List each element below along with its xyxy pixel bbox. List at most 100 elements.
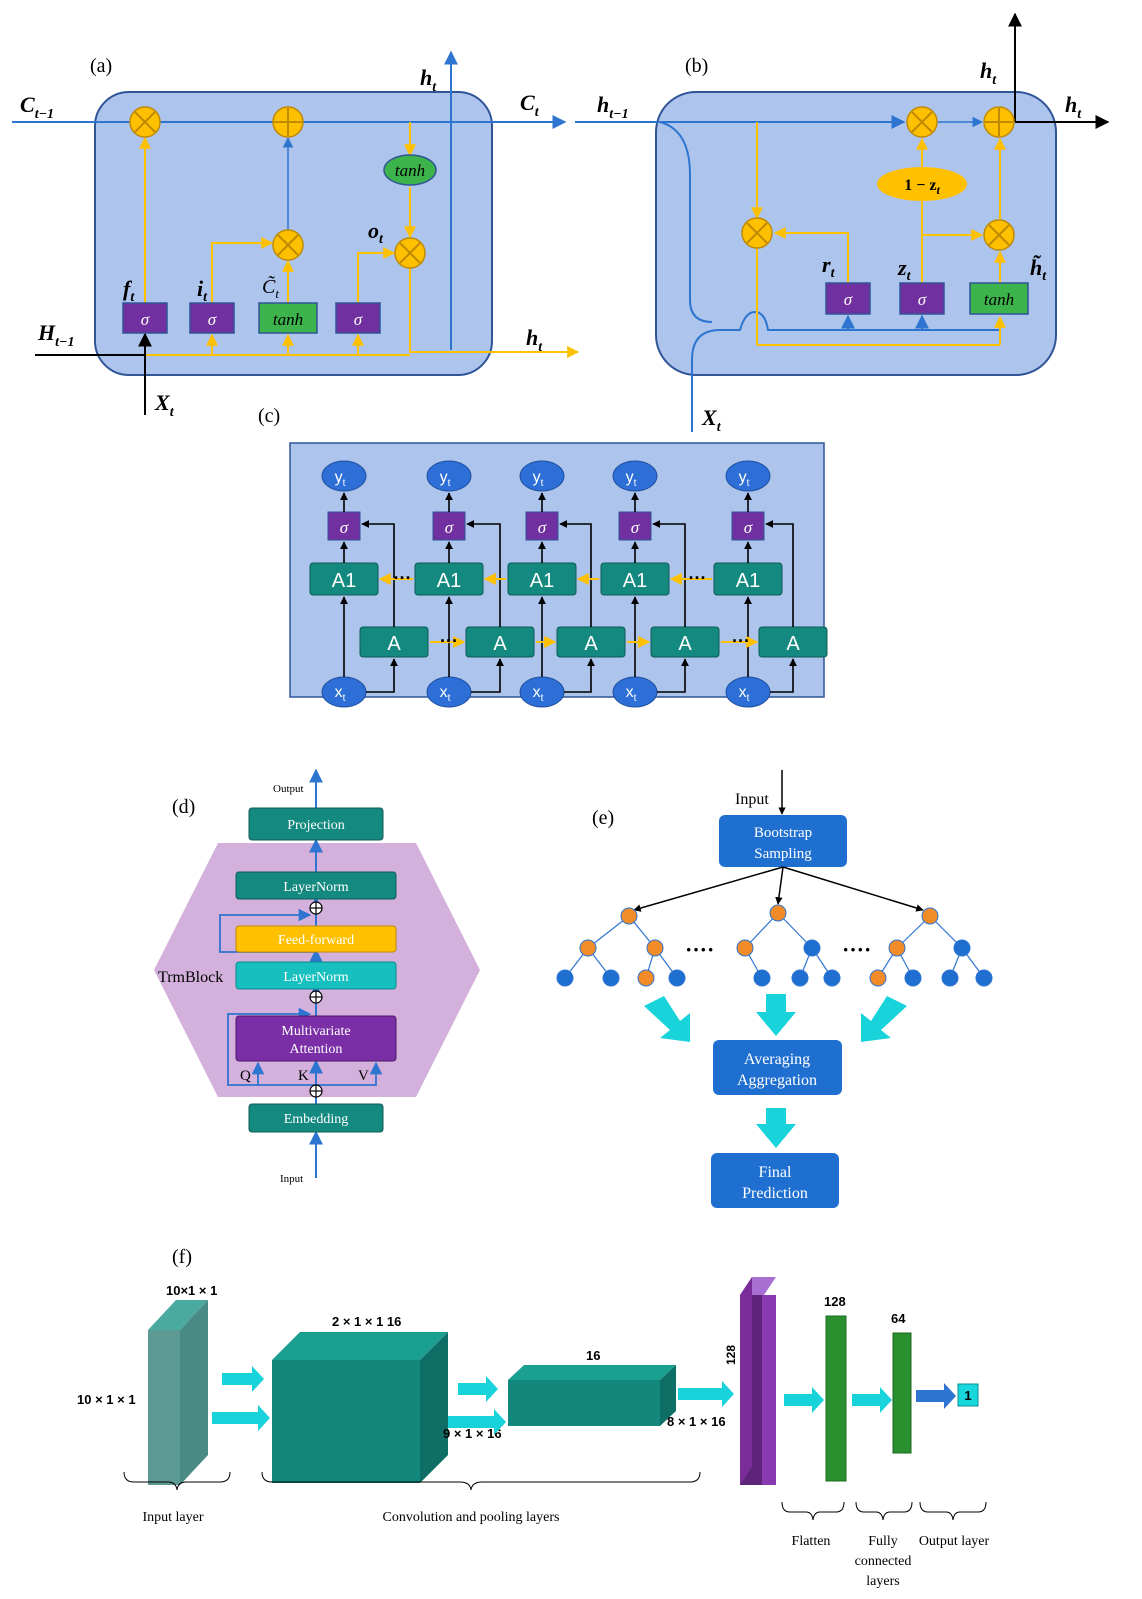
dense2-dim: 64 (891, 1311, 906, 1326)
y-output-node (725, 460, 771, 492)
x-t-label: Xt (154, 390, 175, 420)
tree-inner-node (579, 939, 597, 957)
one-minus-z-ellipse (877, 167, 967, 201)
birnn-sigma-label: σ (538, 518, 547, 537)
input-gate-label: σ (208, 310, 217, 329)
input-side-dim: 10 × 1 × 1 (77, 1392, 136, 1407)
y-output-label: yt (626, 469, 637, 489)
output-label: Output (273, 783, 304, 795)
update-multiply-icon (983, 219, 1015, 251)
attention-label-1: Multivariate (281, 1024, 350, 1039)
tree-root-node (769, 904, 787, 922)
tree-inner-node (803, 939, 821, 957)
cyan-arrow-left-icon (644, 996, 690, 1042)
v-label: V (358, 1068, 369, 1084)
layernorm-bottom-label: LayerNorm (283, 970, 348, 985)
x-input-label: xt (440, 684, 451, 704)
bootstrap-box (719, 815, 847, 867)
x-input-label: xt (533, 684, 544, 704)
tree-inner-node (953, 939, 971, 957)
o-t-label: ot (368, 218, 384, 247)
r-t-label: rt (822, 252, 836, 281)
output-node (957, 1383, 979, 1407)
conv1-top-dim: 2 × 1 × 1 16 (332, 1314, 401, 1329)
birnn-sigma-box (731, 511, 765, 541)
h-right-gru-label: ht (1065, 92, 1082, 122)
input-multiply-icon (272, 229, 304, 261)
one-minus-z-label: 1 − zt (904, 177, 940, 197)
birnn-dots: ··· (732, 631, 750, 651)
arrow-to-conv2-top-icon (458, 1376, 498, 1402)
tree-leaf-node (904, 969, 922, 987)
panel-d-label: (d) (172, 796, 195, 818)
tree-leaf-node (602, 969, 620, 987)
forget-gate-label: σ (141, 310, 150, 329)
tanh-ellipse-label: tanh (395, 161, 425, 180)
conv1-front (272, 1360, 420, 1483)
birnn-sigma-label: σ (744, 518, 753, 537)
flatten-front (740, 1277, 752, 1485)
gru-add-icon (983, 106, 1015, 138)
f-t-label: ft (123, 276, 135, 305)
arrow-to-flatten-icon (678, 1381, 734, 1407)
z-t-label: zt (897, 255, 912, 284)
y-output-node (519, 460, 565, 492)
input-block-side (180, 1300, 208, 1485)
bootstrap-label-2: Sampling (754, 846, 812, 862)
a-label: A (387, 633, 401, 655)
averaging-label-2: Aggregation (737, 1072, 817, 1089)
tree-leaf-node (637, 969, 655, 987)
a-label: A (584, 633, 598, 655)
brace-fc (855, 1501, 913, 1521)
panel-b-label: (b) (685, 55, 708, 77)
conv2-bottom-dim: 8 × 1 × 16 (667, 1414, 726, 1429)
tree-leaf-node (753, 969, 771, 987)
reset-gate (825, 282, 871, 315)
layernorm-top-label: LayerNorm (283, 880, 348, 895)
brace-input (123, 1471, 231, 1491)
candidate-tanh-gru (969, 282, 1029, 315)
y-output-label: yt (440, 469, 451, 489)
input-gate (189, 302, 235, 334)
output-gate-label: σ (354, 310, 363, 329)
tree-leaf-node (975, 969, 993, 987)
brace-output (919, 1501, 987, 1521)
flatten-vertical-dim: 128 (724, 1345, 738, 1365)
cyan-arrow-mid-icon (756, 994, 796, 1036)
flatten-face (762, 1295, 776, 1485)
h-tilde-label: h̃t (1030, 255, 1047, 284)
forget-gate (122, 302, 168, 334)
projection-label: Projection (287, 818, 345, 833)
y-output-label: yt (335, 469, 346, 489)
averaging-box (713, 1040, 842, 1095)
tanh-ellipse (383, 154, 437, 186)
tree-inner-node (888, 939, 906, 957)
tree-leaf-node (869, 969, 887, 987)
candidate-tanh-gru-label: tanh (984, 290, 1014, 309)
panel-c-birnn: (c) A1AσytxtA1AσytxtA1AσytxtA1AσytxtA1Aσ… (258, 405, 828, 708)
conv1-side (420, 1332, 448, 1483)
candidate-tanh (258, 302, 318, 334)
a1-label: A1 (437, 570, 461, 592)
q-label: Q (240, 1068, 251, 1084)
a1-label: A1 (623, 570, 647, 592)
feedforward-box (235, 925, 397, 953)
tree-leaf-node (823, 969, 841, 987)
feedforward-label: Feed-forward (278, 933, 354, 948)
y-output-label: yt (739, 469, 750, 489)
input-top-dim: 10×1 × 1 (166, 1283, 217, 1298)
output-dim: 1 (964, 1388, 971, 1403)
panel-b-gru: (b) 1 − zt σ (575, 12, 1110, 435)
cyan-arrow-right-icon (861, 996, 907, 1042)
averaging-label-1: Averaging (744, 1051, 810, 1068)
birnn-sigma-box (327, 511, 361, 541)
arrow-to-conv1-bottom-icon (212, 1405, 270, 1431)
conv2-front (508, 1380, 660, 1426)
panel-a-lstm: (a) tanh σ (12, 50, 580, 420)
final-prediction-box (711, 1153, 839, 1208)
x-input-label: xt (335, 684, 346, 704)
update-gate-label: σ (918, 290, 927, 309)
caption-fc-2: connected (855, 1554, 912, 1569)
arrow-to-conv1-top-icon (222, 1366, 264, 1392)
h-prev-label: Ht−1 (37, 320, 75, 350)
